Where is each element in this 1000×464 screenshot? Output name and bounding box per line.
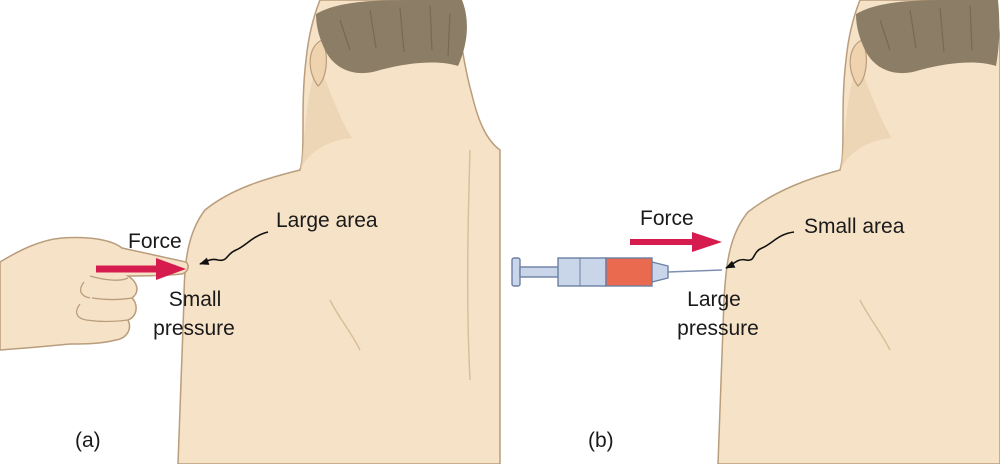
- shoulder-blade-a: [329, 299, 361, 351]
- panel-label-a: (a): [75, 429, 101, 452]
- ear-b: [849, 39, 867, 87]
- area-label-b: Small area: [804, 215, 905, 238]
- spine-line-a: [466, 149, 471, 381]
- area-pointer-b: [725, 231, 795, 269]
- syringe-plunger-cap: [511, 257, 521, 287]
- force-label-a: Force: [128, 230, 182, 253]
- force-label-b: Force: [640, 207, 694, 230]
- hair-strands-a: [339, 5, 451, 57]
- syringe-b: [511, 257, 723, 287]
- neck-shadow-a: [300, 62, 352, 170]
- panel-a-artwork: [0, 0, 501, 464]
- force-arrow-head-a: [156, 258, 186, 280]
- area-label-a: Large area: [276, 209, 378, 232]
- panel-b-artwork: [511, 0, 1000, 464]
- hair-a: [316, 0, 467, 74]
- pressure-label-b-line2: pressure: [677, 317, 759, 340]
- pressure-label-a-line1: Small: [168, 288, 222, 311]
- panel-label-b: (b): [588, 429, 614, 452]
- syringe-plunger-rod: [519, 266, 561, 278]
- force-arrow-head-b: [692, 232, 722, 252]
- finger-lines-a: [75, 275, 133, 323]
- syringe-tip: [651, 261, 669, 283]
- pressure-label-b-line1: Large: [687, 288, 741, 311]
- ear-a: [309, 39, 327, 87]
- pressure-label-a-line2: pressure: [153, 317, 235, 340]
- syringe-fluid: [605, 257, 653, 287]
- syringe-needle: [667, 269, 723, 273]
- syringe-barrel: [557, 257, 607, 287]
- hair-b: [856, 0, 1000, 74]
- area-pointer-a: [199, 231, 269, 265]
- shoulder-blade-b: [859, 299, 891, 351]
- hair-strands-b: [879, 5, 973, 53]
- neck-shadow-b: [840, 62, 892, 170]
